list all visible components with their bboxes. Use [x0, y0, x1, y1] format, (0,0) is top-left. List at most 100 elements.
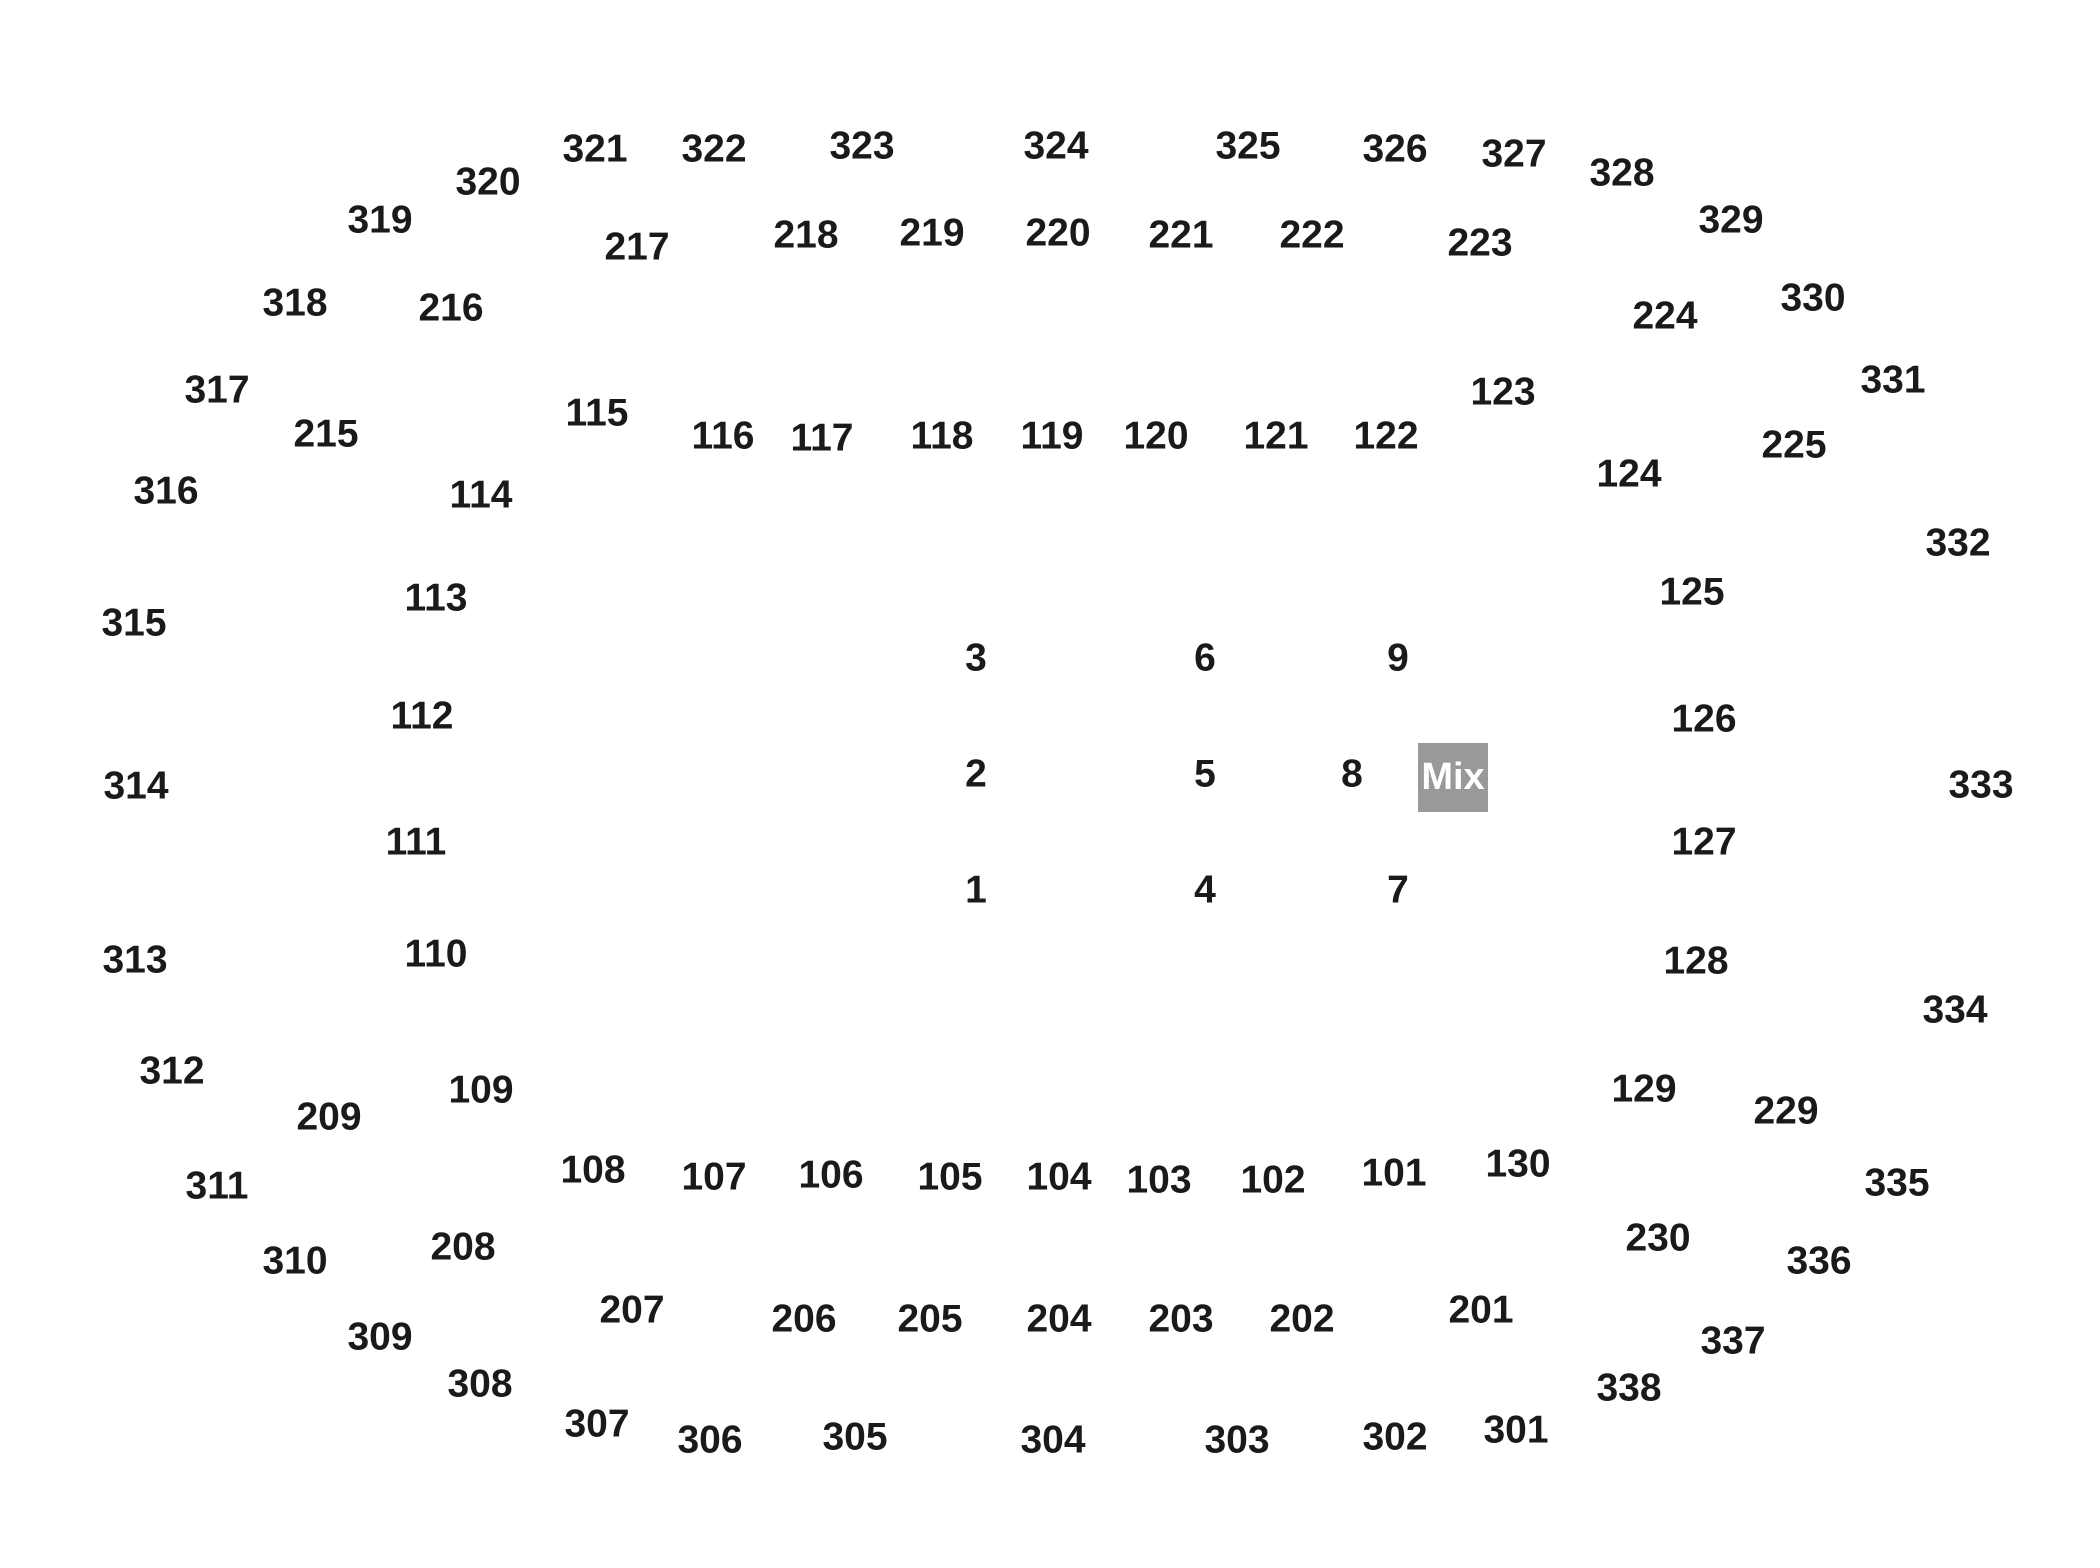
section-100-level-116[interactable]: 116: [691, 414, 755, 458]
section-100-level-120[interactable]: 120: [1123, 414, 1189, 458]
section-100-level-107[interactable]: 107: [681, 1155, 747, 1199]
section-100-level-115[interactable]: 115: [565, 391, 629, 435]
section-200-level-201[interactable]: 201: [1448, 1288, 1514, 1332]
section-200-level-224[interactable]: 224: [1632, 294, 1698, 338]
section-100-level-110[interactable]: 110: [404, 932, 468, 976]
section-300-level-321[interactable]: 321: [562, 127, 628, 171]
section-200-level-223[interactable]: 223: [1447, 221, 1513, 265]
floor-section-4[interactable]: 4: [1194, 868, 1216, 912]
section-100-level-113[interactable]: 113: [404, 576, 468, 620]
section-300-level-313[interactable]: 313: [102, 938, 168, 982]
floor-section-3[interactable]: 3: [965, 636, 987, 680]
section-300-level-309[interactable]: 309: [347, 1315, 413, 1359]
section-100-level-126[interactable]: 126: [1671, 697, 1737, 741]
section-200-level-217[interactable]: 217: [604, 225, 670, 269]
section-200-level-208[interactable]: 208: [430, 1225, 496, 1269]
section-300-level-306[interactable]: 306: [677, 1418, 743, 1462]
section-300-level-329[interactable]: 329: [1698, 198, 1764, 242]
section-200-level-215[interactable]: 215: [293, 412, 359, 456]
section-200-level-220[interactable]: 220: [1025, 211, 1091, 255]
section-200-level-225[interactable]: 225: [1761, 423, 1827, 467]
floor-section-5[interactable]: 5: [1194, 752, 1216, 796]
section-300-level-331[interactable]: 331: [1860, 358, 1926, 402]
section-100-level-109[interactable]: 109: [448, 1068, 514, 1112]
section-300-level-334[interactable]: 334: [1922, 988, 1988, 1032]
section-300-level-320[interactable]: 320: [455, 160, 521, 204]
section-300-level-317[interactable]: 317: [184, 368, 250, 412]
section-200-level-221[interactable]: 221: [1148, 213, 1214, 257]
section-300-level-307[interactable]: 307: [564, 1402, 630, 1446]
section-300-level-337[interactable]: 337: [1700, 1319, 1766, 1363]
section-200-level-230[interactable]: 230: [1625, 1216, 1691, 1260]
section-100-level-125[interactable]: 125: [1659, 570, 1725, 614]
section-100-level-122[interactable]: 122: [1353, 414, 1419, 458]
section-300-level-315[interactable]: 315: [101, 601, 167, 645]
floor-section-2[interactable]: 2: [965, 752, 987, 796]
section-200-level-229[interactable]: 229: [1753, 1089, 1819, 1133]
section-100-level-130[interactable]: 130: [1485, 1142, 1551, 1186]
section-200-level-209[interactable]: 209: [296, 1095, 362, 1139]
section-300-level-319[interactable]: 319: [347, 198, 413, 242]
section-300-level-332[interactable]: 332: [1925, 521, 1991, 565]
floor-section-9[interactable]: 9: [1387, 636, 1409, 680]
section-300-level-325[interactable]: 325: [1215, 124, 1281, 168]
floor-section-7[interactable]: 7: [1387, 868, 1409, 912]
section-300-level-302[interactable]: 302: [1362, 1415, 1428, 1459]
section-300-level-335[interactable]: 335: [1864, 1161, 1930, 1205]
section-200-level-216[interactable]: 216: [418, 286, 484, 330]
section-100-level-121[interactable]: 121: [1243, 414, 1309, 458]
section-300-level-304[interactable]: 304: [1020, 1418, 1086, 1462]
section-300-level-330[interactable]: 330: [1780, 276, 1846, 320]
section-300-level-303[interactable]: 303: [1204, 1418, 1270, 1462]
section-200-level-203[interactable]: 203: [1148, 1297, 1214, 1341]
section-300-level-301[interactable]: 301: [1483, 1408, 1549, 1452]
section-100-level-123[interactable]: 123: [1470, 370, 1536, 414]
section-100-level-104[interactable]: 104: [1026, 1155, 1092, 1199]
floor-section-8[interactable]: 8: [1341, 752, 1363, 796]
section-100-level-112[interactable]: 112: [390, 694, 454, 738]
section-200-level-205[interactable]: 205: [897, 1297, 963, 1341]
section-100-level-108[interactable]: 108: [560, 1148, 626, 1192]
section-300-level-328[interactable]: 328: [1589, 151, 1655, 195]
section-200-level-206[interactable]: 206: [771, 1297, 837, 1341]
mix-position[interactable]: Mix: [1418, 743, 1488, 812]
section-100-level-129[interactable]: 129: [1611, 1067, 1677, 1111]
section-200-level-204[interactable]: 204: [1026, 1297, 1092, 1341]
section-100-level-124[interactable]: 124: [1596, 452, 1662, 496]
section-100-level-117[interactable]: 117: [790, 416, 854, 460]
section-300-level-311[interactable]: 311: [185, 1164, 249, 1208]
section-300-level-305[interactable]: 305: [822, 1415, 888, 1459]
section-100-level-128[interactable]: 128: [1663, 939, 1729, 983]
section-300-level-333[interactable]: 333: [1948, 763, 2014, 807]
section-200-level-202[interactable]: 202: [1269, 1297, 1335, 1341]
section-300-level-322[interactable]: 322: [681, 127, 747, 171]
section-300-level-338[interactable]: 338: [1596, 1366, 1662, 1410]
section-300-level-318[interactable]: 318: [262, 281, 328, 325]
floor-section-1[interactable]: 1: [965, 868, 987, 912]
section-200-level-207[interactable]: 207: [599, 1288, 665, 1332]
section-300-level-316[interactable]: 316: [133, 469, 199, 513]
section-300-level-312[interactable]: 312: [139, 1049, 205, 1093]
floor-section-6[interactable]: 6: [1194, 636, 1216, 680]
section-300-level-324[interactable]: 324: [1023, 124, 1089, 168]
section-100-level-105[interactable]: 105: [917, 1155, 983, 1199]
section-100-level-114[interactable]: 114: [449, 473, 513, 517]
section-300-level-336[interactable]: 336: [1786, 1239, 1852, 1283]
section-300-level-310[interactable]: 310: [262, 1239, 328, 1283]
section-100-level-118[interactable]: 118: [910, 414, 974, 458]
section-300-level-314[interactable]: 314: [103, 764, 169, 808]
section-100-level-103[interactable]: 103: [1126, 1158, 1192, 1202]
section-200-level-218[interactable]: 218: [773, 213, 839, 257]
section-100-level-102[interactable]: 102: [1240, 1158, 1306, 1202]
section-300-level-326[interactable]: 326: [1362, 127, 1428, 171]
section-100-level-111[interactable]: 111: [385, 820, 447, 864]
section-100-level-101[interactable]: 101: [1361, 1151, 1427, 1195]
section-300-level-308[interactable]: 308: [447, 1362, 513, 1406]
section-300-level-323[interactable]: 323: [829, 124, 895, 168]
section-200-level-222[interactable]: 222: [1279, 213, 1345, 257]
section-100-level-106[interactable]: 106: [798, 1153, 864, 1197]
section-200-level-219[interactable]: 219: [899, 211, 965, 255]
section-100-level-119[interactable]: 119: [1020, 414, 1084, 458]
section-300-level-327[interactable]: 327: [1481, 132, 1547, 176]
section-100-level-127[interactable]: 127: [1671, 820, 1737, 864]
